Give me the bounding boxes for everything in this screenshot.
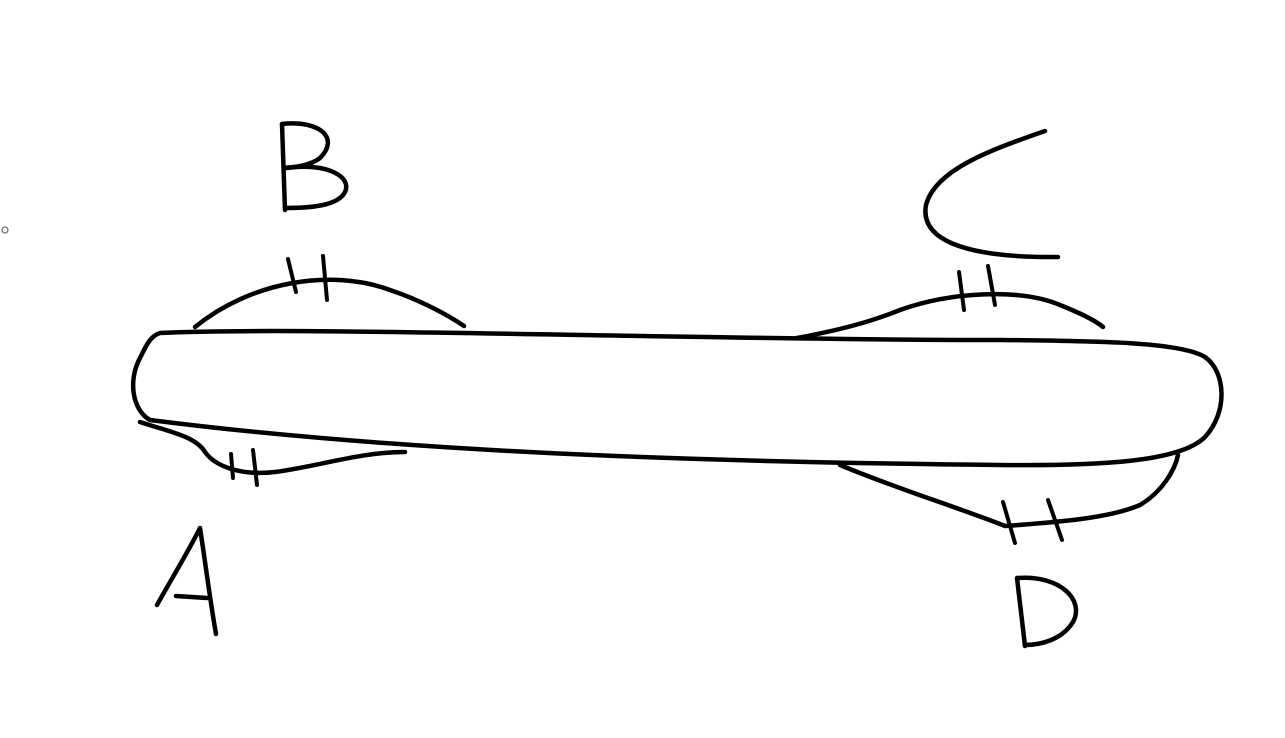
- label-d-glyph: D: [1014, 575, 1079, 649]
- label-d-text: D: [1040, 611, 1041, 613]
- arc-d: [837, 452, 1181, 529]
- arc-c-tick-2: [986, 264, 997, 307]
- arc-b: [192, 277, 467, 330]
- stray-dot-mark: [1, 226, 9, 234]
- label-a-glyph: A: [154, 525, 219, 637]
- arc-a: [137, 419, 408, 476]
- label-c-glyph: C: [923, 128, 1061, 260]
- arc-d-tick-2: [1046, 498, 1064, 542]
- arc-a-tick-2: [251, 448, 259, 487]
- arc-c: [794, 291, 1106, 341]
- arc-c-tick-1: [957, 270, 966, 312]
- label-c-text: C: [980, 199, 981, 201]
- label-b-glyph: B: [279, 121, 349, 213]
- label-a-text: A: [185, 588, 186, 591]
- arc-d-tick-1: [1001, 500, 1017, 545]
- arc-b-tick-2: [321, 254, 329, 302]
- arc-a-tick-1: [229, 452, 235, 480]
- arc-b-tick-1: [286, 257, 298, 294]
- label-b-text: B: [300, 169, 301, 171]
- central-bar: [131, 328, 1224, 468]
